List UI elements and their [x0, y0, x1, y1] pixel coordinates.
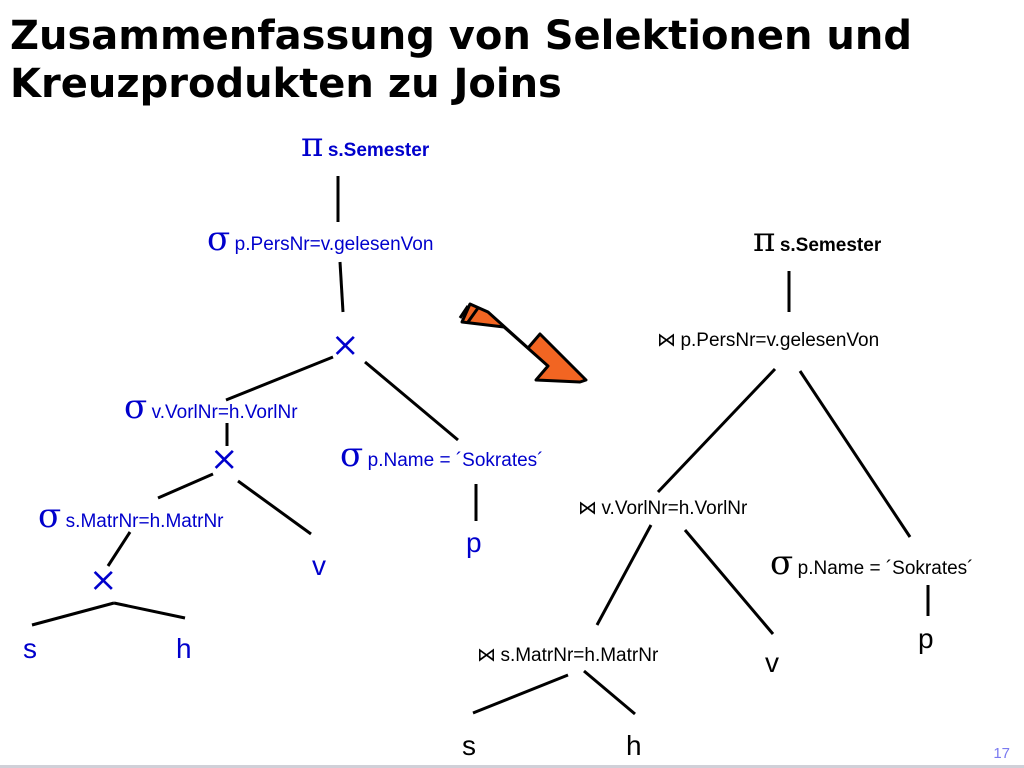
- right-select-name: σ p.Name = ´Sokrates´: [770, 543, 974, 583]
- edge-cross-s: [31, 601, 115, 627]
- right-projection: π s.Semester: [753, 220, 882, 260]
- join-icon: ⋈: [657, 330, 676, 351]
- right-join-top: ⋈ p.PersNr=v.gelesenVon: [657, 330, 879, 351]
- edge-cross-select-matr: [157, 472, 214, 500]
- right-join-vorl: ⋈ v.VorlNr=h.VorlNr: [578, 498, 748, 519]
- left-select-top-subscript: p.PersNr=v.gelesenVon: [235, 234, 434, 255]
- transform-arrow-icon: [458, 302, 588, 384]
- right-leaf-h: h: [626, 730, 642, 761]
- left-select-top: σ p.PersNr=v.gelesenVon: [207, 219, 433, 259]
- sigma-icon: σ: [124, 387, 147, 427]
- edge-join-select-name: [798, 370, 912, 538]
- cross-product-icon: ×: [89, 560, 118, 600]
- right-projection-subscript: s.Semester: [780, 235, 882, 256]
- left-select-vorl-subscript: v.VorlNr=h.VorlNr: [152, 402, 299, 423]
- left-leaf-v: v: [312, 550, 326, 581]
- right-join-vorl-subscript: v.VorlNr=h.VorlNr: [601, 498, 748, 519]
- slide-title: Zusammenfassung von Selektionen und Kreu…: [10, 12, 1010, 108]
- left-leaf-s: s: [23, 633, 37, 664]
- join-icon: ⋈: [578, 498, 597, 519]
- title-line-2: Kreuzprodukten zu Joins: [10, 61, 562, 107]
- title-line-1: Zusammenfassung von Selektionen und: [10, 13, 913, 59]
- edge-join-vorl-v: [683, 529, 775, 635]
- cross-product-icon: ×: [210, 439, 239, 479]
- join-icon: ⋈: [477, 645, 496, 666]
- sigma-icon: σ: [207, 219, 230, 259]
- edge-join-matr-s: [472, 673, 569, 715]
- left-select-vorl: σ v.VorlNr=h.VorlNr: [124, 387, 298, 427]
- pi-icon: π: [753, 220, 775, 260]
- edge-sigma-cross: [338, 261, 345, 313]
- cross-product-icon: ×: [331, 325, 360, 365]
- left-select-matr-subscript: s.MatrNr=h.MatrNr: [66, 511, 224, 532]
- left-leaf-p: p: [466, 527, 482, 558]
- left-projection-subscript: s.Semester: [328, 140, 430, 161]
- right-tree: [472, 271, 930, 716]
- edge-join-matr-h: [583, 669, 636, 716]
- right-join-matr-subscript: s.MatrNr=h.MatrNr: [500, 645, 658, 666]
- left-tree: [31, 176, 478, 627]
- footer-divider: [0, 765, 1024, 768]
- right-leaf-v: v: [765, 647, 779, 678]
- edge-cross-select-vorl: [225, 355, 334, 402]
- pi-icon: π: [301, 125, 323, 165]
- sigma-icon: σ: [770, 543, 793, 583]
- right-leaf-s: s: [462, 730, 476, 761]
- left-select-matr: σ s.MatrNr=h.MatrNr: [38, 496, 224, 536]
- sigma-icon: σ: [38, 496, 61, 536]
- page-number: 17: [993, 745, 1010, 762]
- edge-select-matr-cross: [106, 531, 132, 567]
- right-join-top-subscript: p.PersNr=v.gelesenVon: [680, 330, 879, 351]
- edge-join-vorl-join-matr: [595, 524, 653, 626]
- sigma-icon: σ: [340, 435, 363, 475]
- edge-cross-select-name: [364, 360, 459, 442]
- edge-cross-v: [237, 479, 312, 536]
- left-select-name: σ p.Name = ´Sokrates´: [340, 435, 544, 475]
- edge-join-join-vorl: [656, 367, 777, 494]
- left-leaf-h: h: [176, 633, 192, 664]
- right-leaf-p: p: [918, 623, 934, 654]
- left-projection: π s.Semester: [301, 125, 430, 165]
- edge-cross-h: [113, 601, 186, 620]
- left-select-name-subscript: p.Name = ´Sokrates´: [368, 450, 544, 471]
- right-select-name-subscript: p.Name = ´Sokrates´: [798, 558, 974, 579]
- right-join-matr: ⋈ s.MatrNr=h.MatrNr: [477, 645, 659, 666]
